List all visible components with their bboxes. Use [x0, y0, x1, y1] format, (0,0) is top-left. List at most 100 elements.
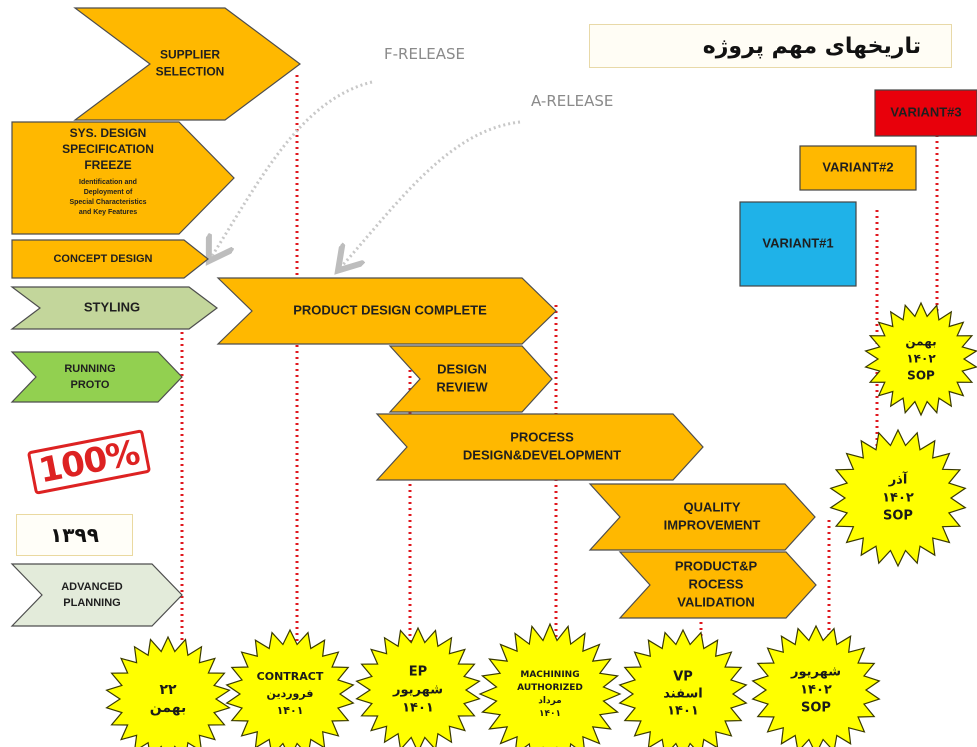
milestone-m3: EP شهریور ۱۴۰۱: [355, 626, 481, 747]
a-release-arrow: [342, 120, 521, 266]
milestone-m5-shape: [618, 628, 748, 747]
chevron-sys-design-note-line-2: Deployment of: [84, 189, 133, 196]
milestone-m4-shape: [478, 622, 622, 747]
milestone-m5-line-2: اسفند: [663, 687, 702, 702]
milestone-m8-line-2: ۱۴۰۲: [906, 352, 936, 366]
variant-2: VARIANT#2: [799, 145, 917, 191]
milestone-m5-line-1: VP: [673, 670, 693, 685]
chevron-product-design-complete-line-1: PRODUCT DESIGN COMPLETE: [293, 302, 487, 317]
milestone-m5-line-3: ۱۴۰۱: [667, 704, 699, 719]
chevron-supplier-selection-shape: [73, 7, 302, 121]
chevron-running-proto-line-2: PROTO: [71, 379, 110, 391]
chevron-styling-shape: [10, 286, 218, 330]
chevron-sys-design: SYS. DESIGN SPECIFICATION FREEZE Identifica…: [11, 121, 235, 235]
chevron-sys-design-note-line-4: and Key Features: [79, 209, 137, 216]
chevron-styling-line-1: STYLING: [84, 299, 140, 314]
milestone-m2: CONTRACT فروردین ۱۴۰۱: [225, 628, 355, 747]
chevron-styling: STYLING: [10, 286, 218, 330]
variant-2-label: VARIANT#2: [822, 159, 893, 174]
milestone-m8-line-1: بهمن: [905, 335, 936, 349]
chevron-concept-design-line-1: CONCEPT DESIGN: [53, 253, 152, 265]
chevron-product-design-complete: PRODUCT DESIGN COMPLETE: [216, 277, 557, 345]
milestone-m7-line-2: ۱۴۰۲: [882, 491, 914, 506]
chevron-quality-improvement-shape: [588, 483, 816, 551]
year-label: ۱۳۹۹: [16, 514, 133, 556]
chevron-process-design: PROCESS DESIGN&DEVELOPMENT: [375, 413, 704, 481]
chevron-sys-design-note-line-1: Identification and: [79, 179, 137, 186]
milestone-m2-shape: [225, 628, 355, 747]
chevron-process-design-line-2: DESIGN&DEVELOPMENT: [463, 447, 621, 462]
chevron-sys-design-line-1: SYS. DESIGN: [70, 126, 147, 140]
chevron-product-process-validation-line-1: PRODUCT&P: [675, 558, 758, 573]
milestone-m3-line-2: شهریور: [392, 683, 443, 698]
chevron-quality-improvement-line-2: IMPROVEMENT: [664, 517, 761, 532]
milestone-m2-line-2: فروردین: [267, 687, 314, 700]
chevron-quality-improvement-line-1: QUALITY: [683, 499, 740, 514]
milestone-m8-shape: [864, 301, 977, 417]
chevron-process-design-line-1: PROCESS: [510, 429, 574, 444]
chevron-design-review-line-2: REVIEW: [436, 379, 488, 394]
milestone-m4-line-4: ۱۴۰۱: [539, 709, 561, 719]
milestone-m4-line-1: MACHINING: [520, 670, 579, 680]
chevron-sys-design-line-2: SPECIFICATION: [62, 142, 154, 156]
milestone-m3-line-1: EP: [409, 665, 427, 680]
milestone-m3-line-3: ۱۴۰۱: [402, 701, 434, 716]
chevron-quality-improvement: QUALITY IMPROVEMENT: [588, 483, 816, 551]
chevron-running-proto-shape: [10, 351, 183, 403]
milestone-m5: VP اسفند ۱۴۰۱: [618, 628, 748, 747]
variant-1: VARIANT#1: [739, 201, 857, 287]
milestone-m7-shape: [829, 428, 967, 568]
chevron-running-proto: RUNNING PROTO: [10, 351, 183, 403]
chevron-concept-design-shape: [11, 239, 209, 279]
milestone-m2-line-3: ۱۴۰۱: [277, 704, 304, 717]
chevron-running-proto-line-1: RUNNING: [64, 363, 115, 375]
milestone-m6-line-1: شهریور: [790, 665, 841, 680]
chevron-sys-design-shape: [11, 121, 235, 235]
variant-2-box: [799, 145, 917, 191]
page-title: تاریخهای مهم پروژه: [589, 24, 952, 68]
chevron-design-review-line-1: DESIGN: [437, 361, 487, 376]
milestone-m4: MACHINING AUTHORIZED مرداد ۱۴۰۱: [478, 622, 622, 747]
variant-3-box: [874, 89, 977, 137]
chevron-product-process-validation-shape: [618, 551, 817, 619]
milestone-m7-line-3: SOP: [883, 509, 913, 524]
milestone-m1-line-1: ۲۲: [159, 682, 177, 698]
variant-3-label: VARIANT#3: [890, 104, 961, 119]
chevron-supplier-selection: SUPPLIER SELECTION: [73, 7, 302, 121]
milestone-m6-shape: [751, 624, 881, 747]
chevron-supplier-selection-line-2: SELECTION: [156, 65, 225, 79]
chevron-concept-design: CONCEPT DESIGN: [11, 239, 209, 279]
chevron-product-process-validation-line-3: VALIDATION: [677, 594, 755, 609]
milestone-m1: ۲۲ بهمن: [105, 635, 231, 747]
milestone-m1-shape: [105, 635, 231, 747]
milestone-m6-line-3: SOP: [801, 701, 831, 716]
milestone-m4-line-2: AUTHORIZED: [517, 683, 583, 693]
chevron-sys-design-note-line-3: Special Characteristics: [69, 199, 146, 206]
chevron-advanced-planning-line-1: ADVANCED: [61, 581, 123, 593]
chevron-process-design-shape: [375, 413, 704, 481]
chevron-design-review-shape: [388, 345, 553, 413]
milestone-m8-line-3: SOP: [907, 369, 935, 383]
chevron-product-process-validation-line-2: ROCESS: [689, 576, 744, 591]
variant-3: VARIANT#3: [874, 89, 977, 137]
milestone-m2-line-1: CONTRACT: [257, 670, 324, 683]
variant-1-label: VARIANT#1: [762, 235, 833, 250]
milestone-m4-line-3: مرداد: [538, 696, 562, 706]
chevron-advanced-planning-shape: [10, 563, 183, 627]
f-release-label: F-RELEASE: [384, 45, 465, 63]
chevron-design-review: DESIGN REVIEW: [388, 345, 553, 413]
variant-1-box: [739, 201, 857, 287]
chevron-sys-design-line-3: FREEZE: [84, 158, 131, 172]
chevron-product-process-validation: PRODUCT&P ROCESS VALIDATION: [618, 551, 817, 619]
milestone-bursts: ۲۲بهمنCONTRACTفروردین۱۴۰۱EPشهریور۱۴۰۱MAC…: [105, 301, 977, 747]
chevron-supplier-selection-line-1: SUPPLIER: [160, 48, 220, 62]
milestone-m3-shape: [355, 626, 481, 747]
milestone-m6-line-2: ۱۴۰۲: [800, 683, 832, 698]
milestone-m1-line-2: بهمن: [150, 700, 186, 716]
